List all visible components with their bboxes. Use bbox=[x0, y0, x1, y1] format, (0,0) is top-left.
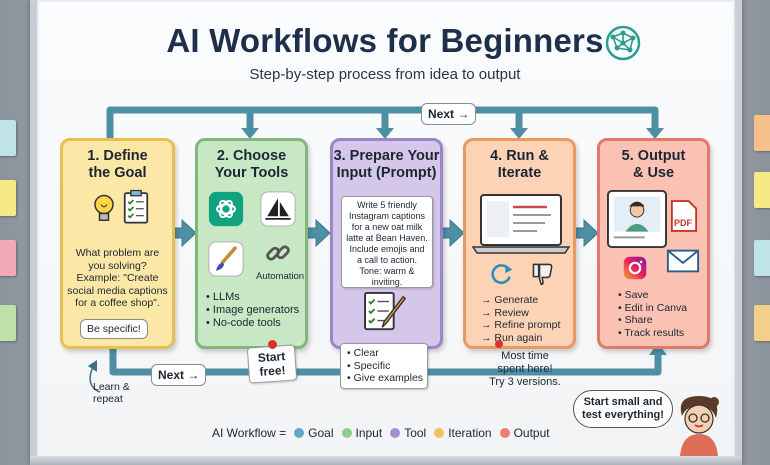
refresh-icon bbox=[491, 264, 513, 285]
page-title: AI Workflows for Beginners bbox=[166, 22, 604, 59]
legend-dot-tool bbox=[390, 428, 401, 438]
step-description: What problem are you solving? Example: "… bbox=[67, 247, 168, 309]
pdf-label: PDF bbox=[673, 217, 693, 230]
red-pin-icon bbox=[268, 340, 277, 349]
link-chain-icon bbox=[266, 245, 290, 261]
step-output-use: 5. Output & Use PDF • Save • Edit in Can… bbox=[597, 138, 710, 349]
legend-prefix: AI Workflow = bbox=[212, 426, 287, 440]
step-title: 2. Choose Your Tools bbox=[214, 148, 289, 181]
paintbrush-icon bbox=[208, 241, 244, 277]
next-label-bottom: Next → bbox=[151, 364, 207, 386]
sticky-note bbox=[754, 115, 770, 151]
social-post-icon bbox=[607, 189, 667, 249]
chatgpt-icon bbox=[208, 191, 244, 227]
checklist-pencil-icon bbox=[364, 291, 407, 331]
step-run-iterate: 4. Run & Iterate → Generate → Review → R… bbox=[463, 138, 576, 349]
sticky-note bbox=[0, 180, 16, 216]
legend-label-iteration: Iteration bbox=[448, 426, 492, 440]
character-illustration-icon bbox=[680, 396, 719, 456]
legend-dot-output bbox=[499, 428, 510, 438]
step-define-goal: 1. Define the Goal What problem are you … bbox=[60, 138, 175, 349]
tools-list: • LLMs • Image generators • No-code tool… bbox=[206, 291, 300, 329]
whiteboard-tray bbox=[30, 456, 742, 465]
sticky-note bbox=[0, 305, 16, 341]
next-label-top: Next → bbox=[421, 103, 477, 125]
step-prepare-input: 3. Prepare Your Input (Prompt) Write 5 f… bbox=[330, 138, 443, 349]
sticky-note bbox=[754, 305, 770, 341]
step-title: 3. Prepare Your Input (Prompt) bbox=[333, 148, 440, 181]
instagram-icon bbox=[623, 256, 647, 280]
email-envelope-icon bbox=[666, 249, 700, 273]
output-actions-list: • Save • Edit in Canva • Share • Track r… bbox=[618, 289, 688, 339]
workflow-legend: AI Workflow = Goal Input Tool Iteration … bbox=[212, 426, 550, 440]
speech-bubble: Start small and test everything! bbox=[573, 390, 673, 428]
sticky-note bbox=[754, 172, 770, 208]
be-specific-badge: Be specific! bbox=[80, 319, 148, 339]
prompt-example-card: Write 5 friendly Instagram captions for … bbox=[341, 196, 433, 288]
learn-repeat-label: Learn & repeat bbox=[93, 381, 130, 405]
legend-label-tool: Tool bbox=[404, 426, 427, 440]
legend-dot-input bbox=[341, 428, 352, 438]
lightbulb-icon bbox=[94, 194, 114, 221]
page-subtitle: Step-by-step process from idea to output bbox=[249, 66, 521, 83]
laptop-icon bbox=[471, 194, 571, 254]
thumbs-down-icon bbox=[532, 263, 553, 286]
most-time-note: Most time spent here! Try 3 versions. bbox=[489, 350, 561, 388]
red-pin-icon bbox=[495, 340, 503, 348]
sticky-note bbox=[0, 240, 16, 276]
step-choose-tools: 2. Choose Your Tools Automation • LLMs •… bbox=[195, 138, 308, 349]
step-title: 1. Define the Goal bbox=[87, 148, 148, 181]
legend-label-input: Input bbox=[355, 426, 383, 440]
legend-label-output: Output bbox=[513, 426, 550, 440]
checklist-icon bbox=[123, 189, 149, 224]
step-title: 4. Run & Iterate bbox=[490, 148, 549, 181]
sticky-note bbox=[754, 240, 770, 276]
sticky-note bbox=[0, 120, 16, 156]
start-free-note: Start free! bbox=[246, 344, 298, 384]
legend-label-goal: Goal bbox=[308, 426, 334, 440]
prompt-tips-card: • Clear • Specific • Give examples bbox=[340, 343, 428, 389]
legend-dot-iteration bbox=[434, 428, 445, 438]
step-title: 5. Output & Use bbox=[621, 148, 686, 181]
network-brain-icon bbox=[605, 25, 641, 61]
legend-dot-goal bbox=[294, 428, 305, 438]
midjourney-sail-icon bbox=[260, 191, 296, 227]
iteration-steps-list: → Generate → Review → Refine prompt → Ru… bbox=[481, 294, 561, 344]
automation-label: Automation bbox=[256, 271, 305, 282]
